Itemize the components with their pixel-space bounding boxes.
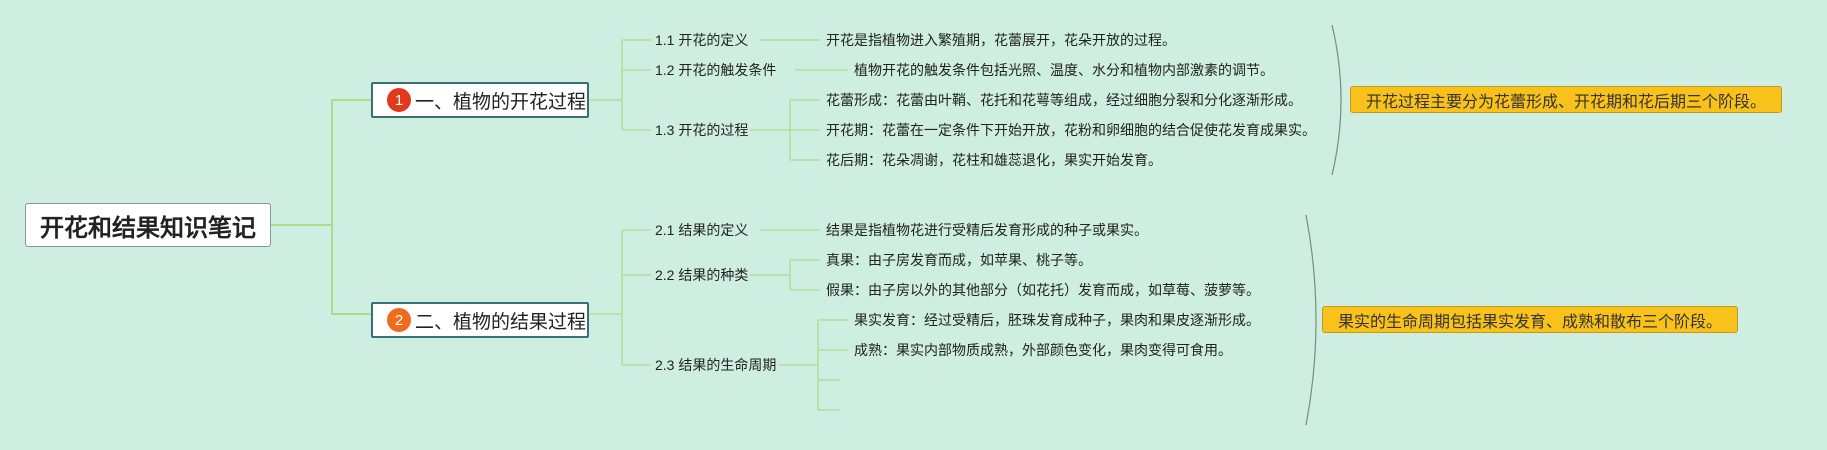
section-2-title: 二、植物的结果过程 — [415, 311, 587, 333]
sub-1-1: 1.1 开花的定义 — [655, 32, 749, 48]
leaf-1-1-1: 开花是指植物进入繁殖期，花蕾展开，花朵开放的过程。 — [826, 32, 1176, 48]
sub-1-2: 1.2 开花的触发条件 — [655, 62, 777, 78]
leaf-2-3-2: 成熟：果实内部物质成熟，外部颜色变化，果肉变得可食用。 — [854, 342, 1232, 358]
summary-1-text: 开花过程主要分为花蕾形成、开花期和花后期三个阶段。 — [1365, 93, 1766, 111]
leaf-2-1-1: 结果是指植物花进行受精后发育形成的种子或果实。 — [826, 222, 1148, 238]
sub-2-1: 2.1 结果的定义 — [655, 222, 749, 238]
summary-1: 开花过程主要分为花蕾形成、开花期和花后期三个阶段。 — [1350, 86, 1782, 113]
leaf-1-3-2: 开花期：花蕾在一定条件下开始开放，花粉和卵细胞的结合促使花发育成果实。 — [826, 122, 1316, 138]
root-node: 开花和结果知识笔记 — [25, 203, 271, 247]
leaf-1-3-3: 花后期：花朵凋谢，花柱和雄蕊退化，果实开始发育。 — [826, 152, 1162, 168]
leaf-2-2-2: 假果：由子房以外的其他部分（如花托）发育而成，如草莓、菠萝等。 — [826, 282, 1260, 298]
leaf-2-3-1: 果实发育：经过受精后，胚珠发育成种子，果肉和果皮逐渐形成。 — [854, 312, 1260, 328]
section-1-node: 1 一、植物的开花过程 — [371, 82, 589, 118]
priority-2-icon: 2 — [387, 308, 411, 332]
sub-1-3: 1.3 开花的过程 — [655, 122, 749, 138]
root-title: 开花和结果知识笔记 — [40, 214, 256, 242]
leaf-1-3-1: 花蕾形成：花蕾由叶鞘、花托和花萼等组成，经过细胞分裂和分化逐渐形成。 — [826, 92, 1302, 108]
summary-2-text: 果实的生命周期包括果实发育、成熟和散布三个阶段。 — [1337, 313, 1722, 331]
priority-1-icon: 1 — [387, 88, 411, 112]
summary-2: 果实的生命周期包括果实发育、成熟和散布三个阶段。 — [1322, 306, 1738, 333]
leaf-2-2-1: 真果：由子房发育而成，如苹果、桃子等。 — [826, 252, 1092, 268]
section-2-node: 2 二、植物的结果过程 — [371, 302, 589, 338]
section-1-title: 一、植物的开花过程 — [415, 91, 587, 113]
leaf-1-2-1: 植物开花的触发条件包括光照、温度、水分和植物内部激素的调节。 — [854, 62, 1274, 78]
sub-2-2: 2.2 结果的种类 — [655, 267, 749, 283]
sub-2-3: 2.3 结果的生命周期 — [655, 357, 777, 373]
